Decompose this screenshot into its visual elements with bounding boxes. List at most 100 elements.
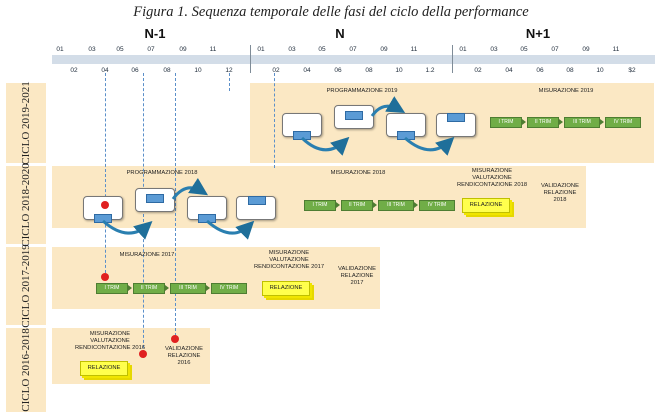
month-tick: 10 [395,67,403,74]
trim-box: IV TRIM [211,283,247,294]
cycle-label-2019-2021: CICLO 2019-2021 [6,81,46,165]
trim-box: III TRIM [564,117,600,128]
trim-box: IV TRIM [605,117,641,128]
trim-box: IV TRIM [419,200,455,211]
trim-box: II TRIM [133,283,165,294]
curved-arrow-icon [370,96,406,117]
relazione-2018-document: RELAZIONE [462,198,510,213]
programmazione-2018-label: PROGRAMMAZIONE 2018 [126,170,198,176]
month-tick: 04 [303,67,311,74]
document-tab [146,194,164,203]
month-tick: 03 [288,46,296,53]
curved-arrow-icon [206,219,255,240]
document-tab [345,111,363,120]
curved-arrow-icon [300,136,350,156]
month-tick: 02 [70,67,78,74]
trim-box: I TRIM [490,117,522,128]
month-tick: 04 [505,67,513,74]
misurazione-2018-label: MISURAZIONE 2018 [330,170,386,176]
arrow-right-icon [522,119,526,125]
month-tick: 03 [490,46,498,53]
trim-box: II TRIM [527,117,559,128]
red-marker-dot [171,335,179,343]
period-label-n: N [335,26,345,41]
dashed-guide-line [229,73,230,91]
month-tick: 06 [334,67,342,74]
dashed-guide-line [274,73,275,168]
trim-box: II TRIM [341,200,373,211]
month-tick: 09 [582,46,590,53]
timeline-year-separator [452,45,453,73]
month-tick: 01 [459,46,467,53]
month-tick: 07 [349,46,357,53]
misurazione-2019-label: MISURAZIONE 2019 [538,88,594,94]
validazione-2017-label: VALIDAZIONE RELAZIONE 2017 [338,266,376,286]
month-tick: 06 [131,67,139,74]
month-tick: $2 [628,67,636,74]
red-marker-dot [101,273,109,281]
period-label-n-minus-1: N-1 [144,26,166,41]
arrow-right-icon [206,285,210,291]
timeline-bar [52,55,655,64]
dashed-guide-line [105,73,106,278]
mvr-2017-label: MISURAZIONE VALUTAZIONE RENDICONTAZIONE … [253,250,325,270]
month-tick: 08 [566,67,574,74]
month-tick: 08 [163,67,171,74]
arrow-right-icon [600,119,604,125]
month-tick: 12 [225,67,233,74]
arrow-right-icon [336,202,340,208]
trim-box: III TRIM [170,283,206,294]
month-tick: 11 [612,46,620,53]
month-tick: 05 [520,46,528,53]
month-tick: 08 [365,67,373,74]
band-cycle-2016 [52,328,210,384]
month-tick: 06 [536,67,544,74]
cycle-label-2017-2019: CICLO 2017-2019 [6,244,46,328]
month-tick: 10 [194,67,202,74]
document-tab [447,113,465,122]
month-tick: 01 [56,46,64,53]
programmazione-2019-label: PROGRAMMAZIONE 2019 [326,88,398,94]
curved-arrow-icon [171,177,209,200]
mvr-2018-label: MISURAZIONE VALUTAZIONE RENDICONTAZIONE … [456,168,528,188]
trim-box: I TRIM [304,200,336,211]
arrow-right-icon [128,285,132,291]
cycle-label-2016-2018: CICLO 2016-2018 [6,328,46,412]
month-tick: 02 [474,67,482,74]
trim-box: III TRIM [378,200,414,211]
month-tick: 11 [410,46,418,53]
dashed-guide-line [143,73,144,358]
dashed-guide-line [175,73,176,341]
arrow-right-icon [165,285,169,291]
validazione-2018-label: VALIDAZIONE RELAZIONE 2018 [541,183,579,203]
arrow-right-icon [414,202,418,208]
timeline-year-separator [250,45,251,73]
red-marker-dot [139,350,147,358]
month-tick: 09 [380,46,388,53]
month-tick: 04 [101,67,109,74]
month-tick: 09 [179,46,187,53]
arrow-right-icon [373,202,377,208]
month-tick: 10 [596,67,604,74]
figure-title: Figura 1. Sequenza temporale delle fasi … [133,4,529,20]
mvr-2016-label: MISURAZIONE VALUTAZIONE RENDICONTAZIONE … [74,331,146,351]
trim-box: I TRIM [96,283,128,294]
curved-arrow-icon [102,219,153,240]
month-tick: 07 [147,46,155,53]
relazione-2017-document: RELAZIONE [262,281,310,296]
validazione-2016-label: VALIDAZIONE RELAZIONE 2016 [165,346,203,366]
month-tick: 07 [551,46,559,53]
curved-arrow-icon [404,136,455,156]
month-tick: 02 [272,67,280,74]
document-tab [248,196,266,205]
programmazione-document-box [386,113,426,137]
month-tick: 1.2 [425,67,435,74]
month-tick: 05 [116,46,124,53]
month-tick: 03 [88,46,96,53]
month-tick: 05 [318,46,326,53]
cycle-label-2018-2020: CICLO 2018-2020 [6,163,46,247]
month-tick: 11 [209,46,217,53]
misurazione-2017-label: MISURAZIONE 2017 [119,252,175,258]
period-label-n-plus-1: N+1 [525,26,551,41]
